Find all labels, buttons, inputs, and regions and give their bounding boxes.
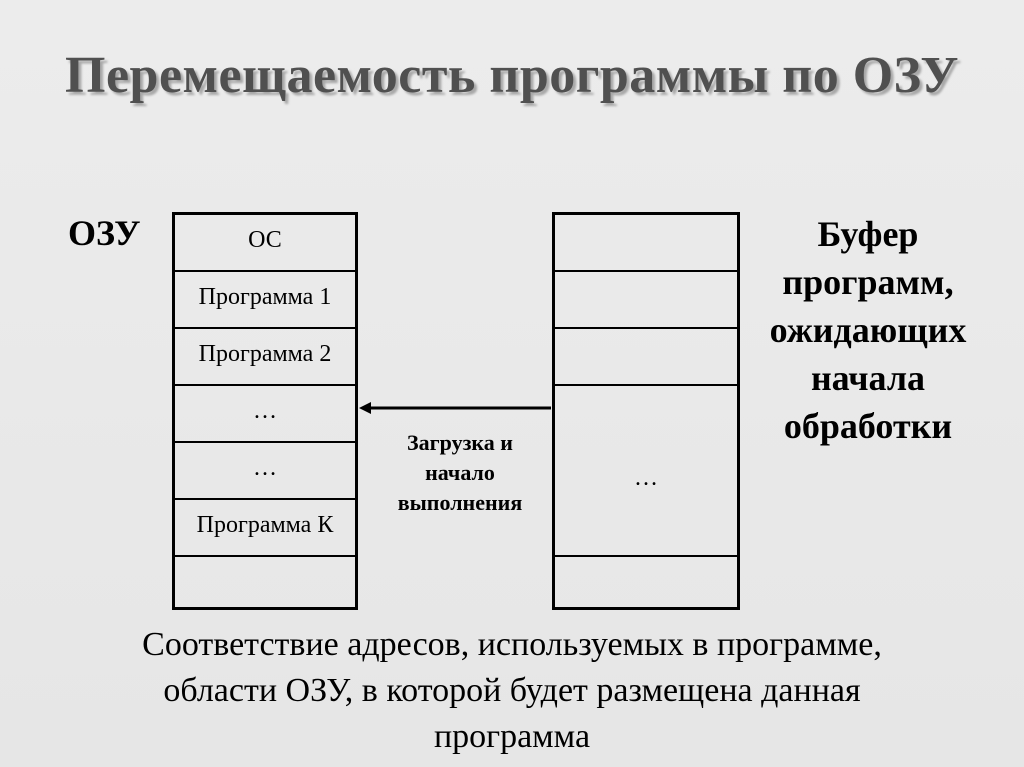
load-label-line-2: начало: [425, 460, 495, 485]
buffer-ellipsis: …: [634, 465, 658, 491]
buffer-label-line-1: Буфер: [817, 214, 919, 254]
buffer-label-line-2: программ,: [782, 262, 954, 302]
footer-line-1: Соответствие адресов, используемых в про…: [142, 626, 882, 663]
ram-row-program-k: Программа К: [175, 500, 355, 557]
buffer-label: Буфер программ, ожидающих начала обработ…: [748, 210, 988, 450]
buffer-label-line-3: ожидающих: [769, 310, 967, 350]
ram-row-program-1: Программа 1: [175, 272, 355, 329]
load-label: Загрузка и начало выполнения: [378, 428, 542, 518]
buffer-label-line-5: обработки: [783, 406, 953, 446]
buffer-row-large: [555, 386, 737, 557]
ram-row-ellipsis-1: …: [175, 386, 355, 443]
buffer-table: …: [552, 212, 740, 610]
ram-row-program-2: Программа 2: [175, 329, 355, 386]
footer-text: Соответствие адресов, используемых в про…: [0, 622, 1024, 760]
footer-line-2: области ОЗУ, в которой будет размещена д…: [163, 672, 861, 709]
slide-title: Перемещаемость программы по ОЗУ: [65, 47, 959, 104]
load-label-line-1: Загрузка и: [407, 430, 513, 455]
ram-table: ОС Программа 1 Программа 2 … … Программа…: [172, 212, 358, 610]
ram-row-ellipsis-2: …: [175, 443, 355, 500]
load-label-line-3: выполнения: [397, 490, 523, 515]
buffer-label-line-4: начала: [810, 358, 926, 398]
buffer-row: [555, 329, 737, 386]
ram-row-empty: [175, 557, 355, 614]
buffer-row: [555, 215, 737, 272]
footer-line-3: программа: [433, 718, 591, 755]
load-arrow: [359, 402, 551, 414]
buffer-row: [555, 272, 737, 329]
ram-label: ОЗУ: [68, 213, 141, 253]
ram-row-os: ОС: [175, 215, 355, 272]
